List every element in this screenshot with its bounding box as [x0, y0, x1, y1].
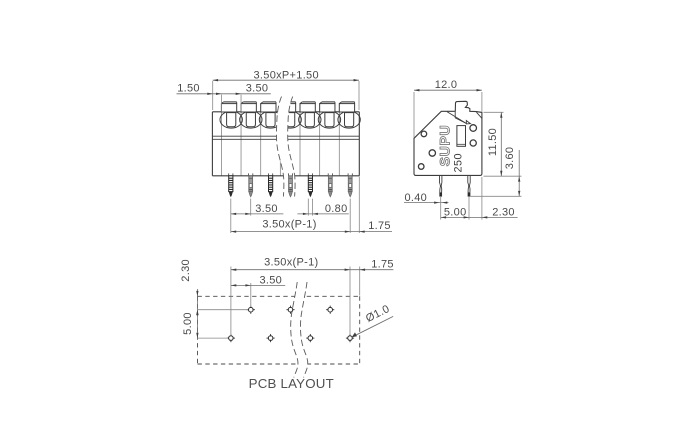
svg-text:3.50: 3.50 [259, 274, 282, 286]
svg-text:3.60: 3.60 [504, 147, 516, 170]
svg-text:12.0: 12.0 [435, 79, 458, 91]
svg-text:PCB LAYOUT: PCB LAYOUT [249, 376, 334, 391]
svg-text:2.30: 2.30 [492, 207, 515, 219]
svg-text:3.50x(P-1): 3.50x(P-1) [262, 218, 316, 230]
svg-text:5.00: 5.00 [444, 207, 467, 219]
svg-text:1.75: 1.75 [371, 259, 394, 271]
svg-text:3.50: 3.50 [246, 83, 269, 95]
svg-text:2.30: 2.30 [180, 259, 192, 282]
svg-text:3.50x(P-1): 3.50x(P-1) [264, 256, 318, 268]
svg-text:11.50: 11.50 [487, 128, 499, 156]
svg-text:SUPU: SUPU [437, 125, 453, 167]
svg-text:250: 250 [452, 153, 464, 173]
svg-text:3.50: 3.50 [255, 203, 278, 215]
svg-text:3.50xP+1.50: 3.50xP+1.50 [254, 70, 319, 82]
svg-text:1.50: 1.50 [177, 83, 200, 95]
svg-text:0.40: 0.40 [404, 192, 427, 204]
svg-text:5.00: 5.00 [182, 312, 194, 335]
svg-text:0.80: 0.80 [325, 203, 348, 215]
svg-text:1.75: 1.75 [368, 220, 391, 232]
